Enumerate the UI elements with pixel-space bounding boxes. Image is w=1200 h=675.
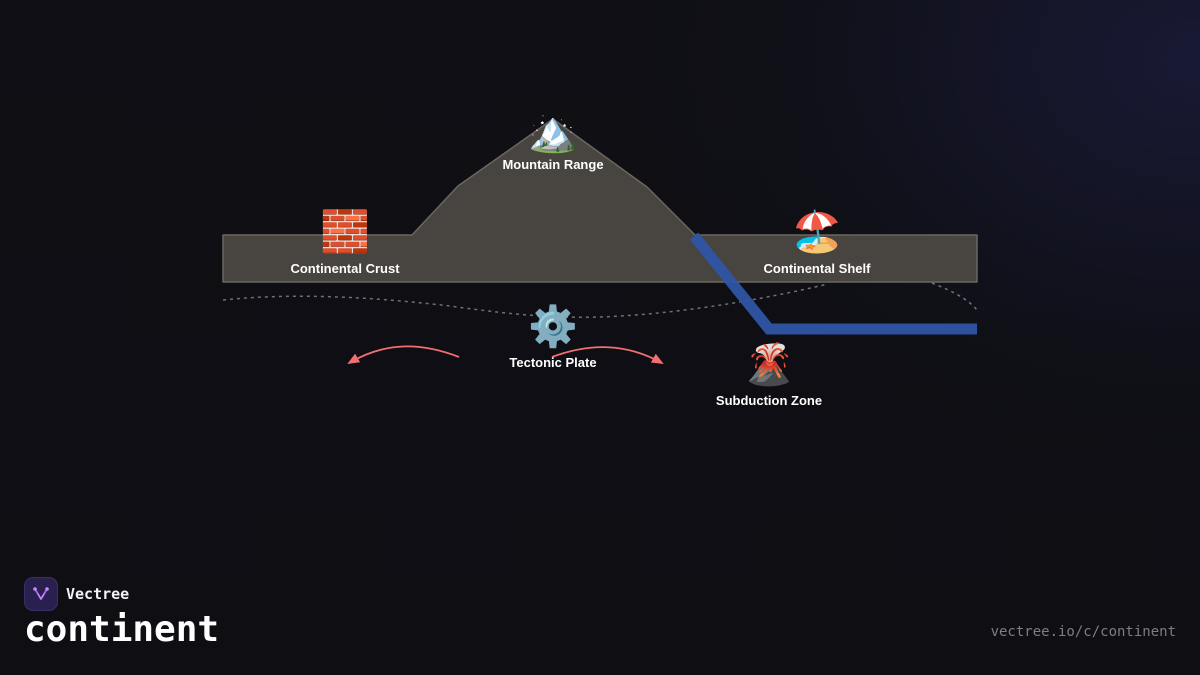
page-title: continent (24, 609, 220, 650)
beach-umbrella-icon: 🏖️ (792, 208, 842, 255)
mountain-range-label: Mountain Range (502, 157, 603, 172)
page-url[interactable]: vectree.io/c/continent (990, 624, 1176, 640)
gear-icon: ⚙️ (528, 303, 578, 350)
continental-crust-label: Continental Crust (290, 261, 400, 276)
mountain-icon: 🏔️ (528, 109, 578, 155)
node-continental-crust: 🧱 Continental Crust (290, 208, 400, 276)
tectonic-plate-label: Tectonic Plate (509, 355, 596, 370)
plate-boundary-curve (222, 283, 829, 318)
subduction-zone-label: Subduction Zone (716, 393, 822, 408)
vectree-logo-icon (24, 577, 58, 611)
node-continental-shelf: 🏖️ Continental Shelf (764, 208, 872, 276)
plate-motion-arrow-left (347, 345, 460, 365)
node-mountain-range: 🏔️ Mountain Range (502, 109, 603, 172)
continental-shelf-label: Continental Shelf (764, 261, 872, 276)
brick-icon: 🧱 (320, 208, 370, 255)
plate-motion-arrow-right (551, 346, 664, 364)
brand: Vectree (24, 577, 129, 611)
node-tectonic-plate: ⚙️ Tectonic Plate (509, 303, 596, 370)
brand-name: Vectree (66, 585, 130, 603)
continental-crust-shape (222, 118, 978, 283)
subduction-slab (689, 232, 977, 335)
plate-boundary-curve-right (931, 282, 978, 311)
node-subduction-zone: 🌋 Subduction Zone (716, 341, 822, 408)
volcano-icon: 🌋 (744, 341, 794, 388)
